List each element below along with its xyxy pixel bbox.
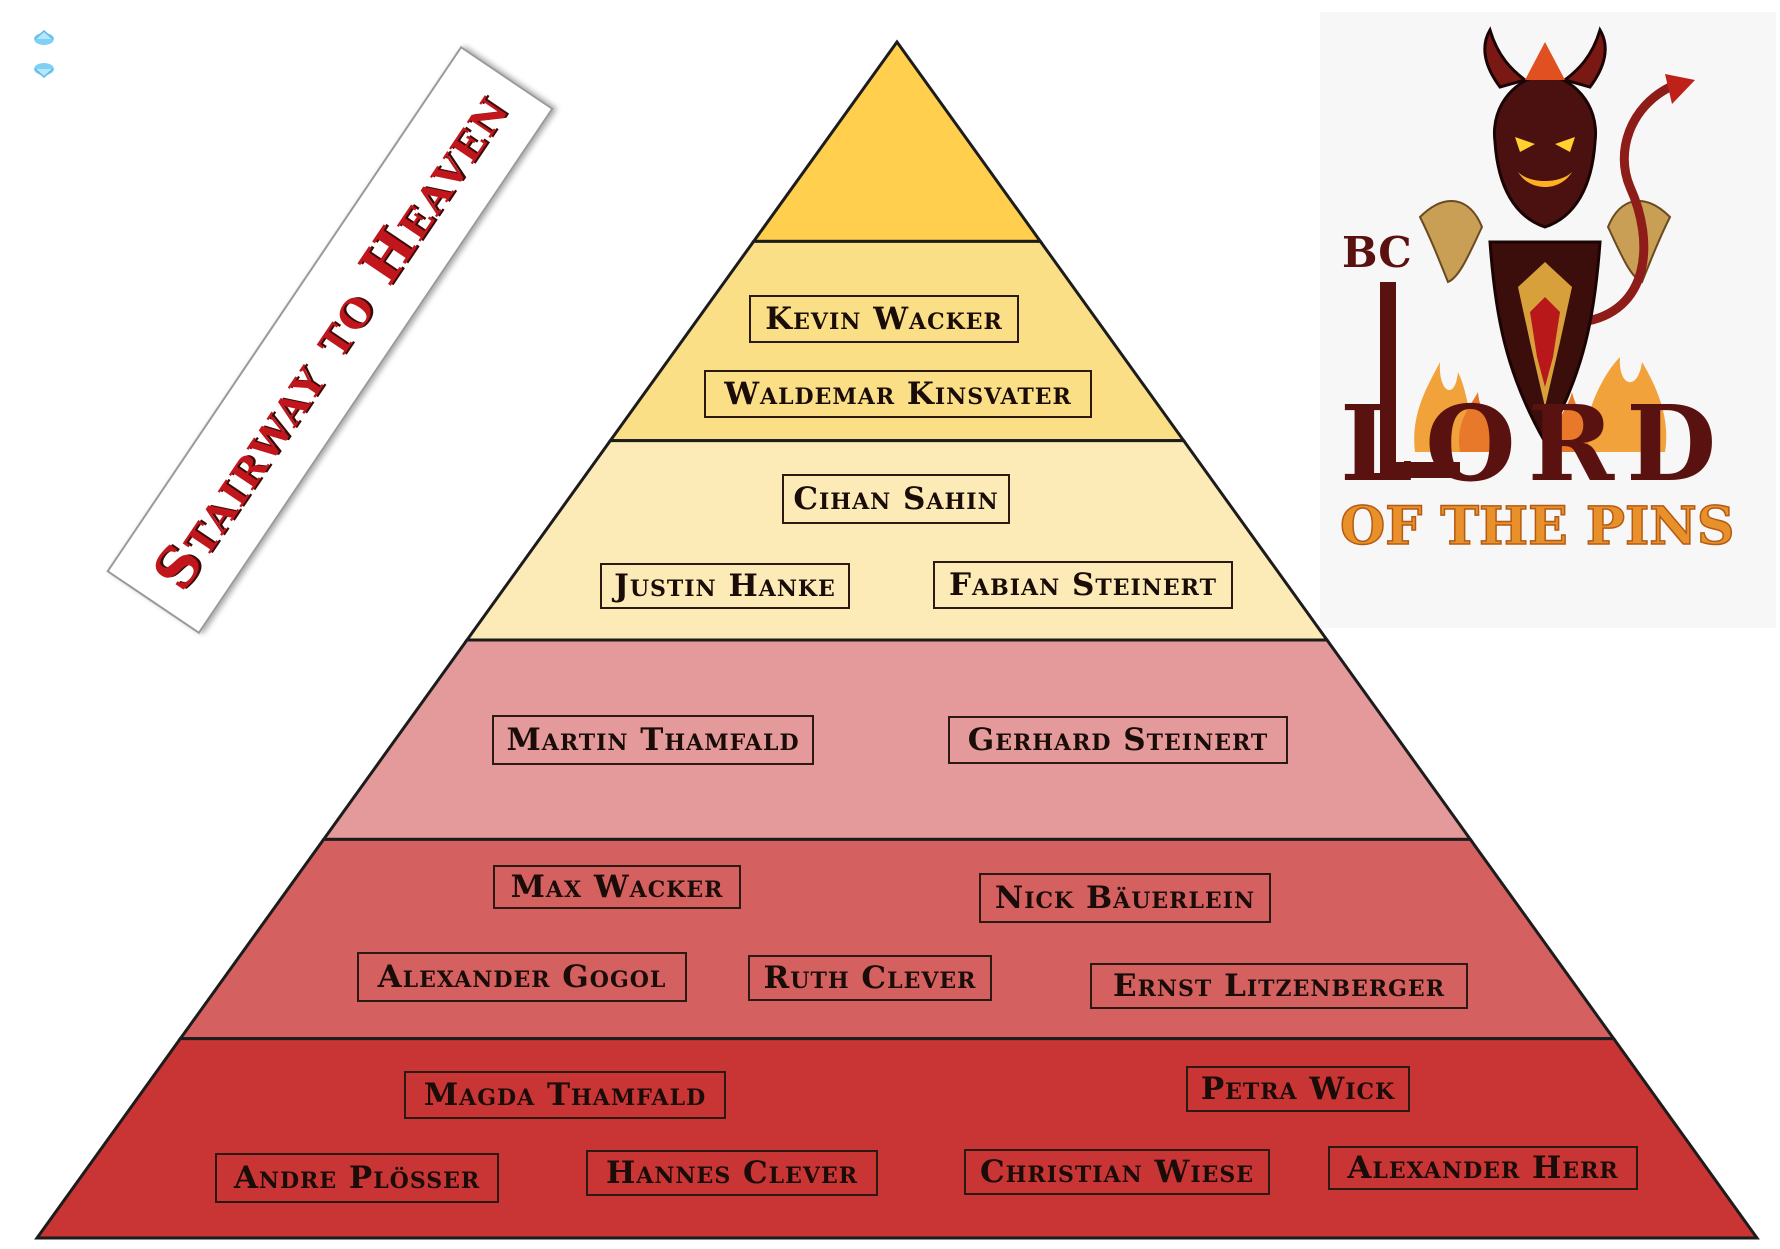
name-box: Ernst Litzenberger bbox=[1090, 963, 1468, 1009]
name-box: Nick Bäuerlein bbox=[979, 873, 1271, 923]
lord-of-the-pins-logo: BC LORD OF THE PINS bbox=[1320, 12, 1776, 628]
name-box: Gerhard Steinert bbox=[948, 716, 1288, 764]
name-box: Justin Hanke bbox=[600, 563, 850, 609]
name-box: Fabian Steinert bbox=[933, 561, 1233, 609]
name-box: Cihan Sahin bbox=[782, 474, 1010, 524]
name-box: Alexander Herr bbox=[1328, 1146, 1638, 1190]
name-box: Hannes Clever bbox=[586, 1150, 878, 1196]
name-box: Magda Thamfald bbox=[404, 1071, 726, 1119]
chevron-up-icon[interactable] bbox=[33, 28, 55, 46]
name-box: Max Wacker bbox=[493, 865, 741, 909]
name-box: Waldemar Kinsvater bbox=[704, 370, 1092, 418]
chevron-down-icon[interactable] bbox=[33, 62, 55, 80]
name-box: Christian Wiese bbox=[964, 1149, 1270, 1195]
name-box: Martin Thamfald bbox=[492, 715, 814, 765]
name-box: Kevin Wacker bbox=[749, 295, 1019, 343]
logo-prefix: BC bbox=[1342, 228, 1412, 277]
name-box: Petra Wick bbox=[1186, 1066, 1410, 1112]
devil-mascot-icon bbox=[1380, 26, 1695, 478]
name-box: Alexander Gogol bbox=[357, 952, 687, 1002]
name-box: Ruth Clever bbox=[748, 955, 992, 1001]
name-box: Andre Plösser bbox=[215, 1153, 499, 1203]
logo-title: LORD bbox=[1340, 382, 1728, 505]
logo-subtitle: OF THE PINS bbox=[1340, 496, 1734, 557]
tier-1 bbox=[750, 39, 1044, 243]
tier-6 bbox=[34, 1037, 1760, 1240]
tier-3 bbox=[464, 439, 1330, 642]
